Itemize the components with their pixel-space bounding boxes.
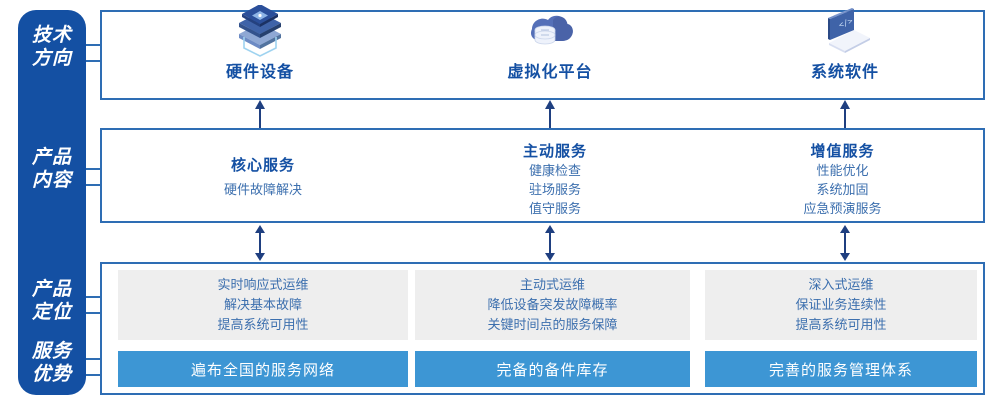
rail-label-technology-line2: 方向 <box>31 48 72 69</box>
connector-positioning-upper <box>86 296 102 298</box>
positioning-line: 主动式运维 <box>519 277 585 292</box>
positioning-panel-proactive[interactable]: 主动式运维 降低设备突发故障概率 关键时间点的服务保障 <box>415 270 690 340</box>
category-rail <box>18 10 86 395</box>
content-item: 驻场服务 <box>528 182 581 197</box>
positioning-panel-indepth[interactable]: 深入式运维 保证业务连续性 提高系统可用性 <box>705 270 977 340</box>
content-column-core-service[interactable]: 核心服务 硬件故障解决 <box>118 128 408 223</box>
advantage-bar-management-system[interactable]: 完善的服务管理体系 <box>705 351 977 387</box>
arrow-up-hardware <box>254 100 266 128</box>
rail-label-service-advantage-line1: 服务 <box>31 341 72 362</box>
content-column-value-added-service[interactable]: 增值服务 性能优化 系统加固 应急预演服务 <box>705 128 980 223</box>
arrow-up-system-software <box>839 100 851 128</box>
arrow-bidirectional-core <box>254 225 266 261</box>
rail-label-product-content-line1: 产品 <box>31 147 72 168</box>
content-item: 性能优化 <box>816 163 869 178</box>
tech-column-virtualization-label: 虚拟化平台 <box>507 64 593 81</box>
rail-label-product-positioning-line2: 定位 <box>31 302 72 323</box>
connector-positioning-lower <box>86 312 102 314</box>
tech-column-system-software-label: 系统软件 <box>810 64 879 81</box>
arrow-up-virtualization <box>544 100 556 128</box>
rail-label-technology-line1: 技术 <box>31 25 72 46</box>
connector-advantage-upper <box>86 358 102 360</box>
positioning-line: 深入式运维 <box>808 277 874 292</box>
connector-advantage-lower <box>86 374 102 376</box>
content-column-core-service-title: 核心服务 <box>230 157 295 174</box>
positioning-line: 实时响应式运维 <box>217 277 309 292</box>
tech-column-hardware[interactable]: 硬件设备 <box>150 0 370 90</box>
rail-label-service-advantage-line2: 优势 <box>31 364 72 385</box>
positioning-line: 关键时间点的服务保障 <box>487 317 618 332</box>
rail-label-product-content-line2: 内容 <box>31 170 72 191</box>
content-column-value-added-service-title: 增值服务 <box>810 143 875 160</box>
positioning-line: 降低设备突发故障概率 <box>487 297 618 312</box>
rail-label-technology: 技术 方向 <box>18 24 86 70</box>
arrow-bidirectional-value-added <box>839 225 851 261</box>
connector-technology-upper <box>86 44 102 46</box>
content-item: 应急预演服务 <box>803 201 882 216</box>
tech-column-system-software[interactable]: </> 系统软件 <box>735 0 955 90</box>
content-item: 硬件故障解决 <box>223 182 302 197</box>
advantage-bar-spare-parts[interactable]: 完备的备件库存 <box>415 351 690 387</box>
connector-content-upper <box>86 168 102 170</box>
rail-label-product-positioning: 产品 定位 <box>18 278 86 324</box>
tech-column-virtualization[interactable]: 虚拟化平台 <box>440 0 660 90</box>
rail-label-product-content: 产品 内容 <box>18 146 86 192</box>
rail-label-service-advantage: 服务 优势 <box>18 340 86 386</box>
laptop-code-icon: </> <box>816 4 874 58</box>
connector-technology-lower <box>86 60 102 62</box>
content-column-proactive-service[interactable]: 主动服务 健康检查 驻场服务 值守服务 <box>420 128 690 223</box>
positioning-line: 解决基本故障 <box>223 297 302 312</box>
positioning-panel-realtime[interactable]: 实时响应式运维 解决基本故障 提高系统可用性 <box>118 270 408 340</box>
connector-content-lower <box>86 184 102 186</box>
content-section-box <box>100 128 985 223</box>
advantage-bar-service-network[interactable]: 遍布全国的服务网络 <box>118 351 408 387</box>
positioning-line: 保证业务连续性 <box>795 297 887 312</box>
arrow-bidirectional-proactive <box>544 225 556 261</box>
tech-column-hardware-label: 硬件设备 <box>225 64 294 81</box>
content-item: 值守服务 <box>528 201 581 216</box>
positioning-line: 提高系统可用性 <box>795 317 887 332</box>
cloud-database-icon <box>523 4 577 58</box>
content-item: 健康检查 <box>528 163 581 178</box>
rail-label-product-positioning-line1: 产品 <box>31 279 72 300</box>
server-stack-icon <box>233 4 287 58</box>
content-column-proactive-service-title: 主动服务 <box>522 143 587 160</box>
positioning-line: 提高系统可用性 <box>217 317 309 332</box>
content-item: 系统加固 <box>816 182 869 197</box>
